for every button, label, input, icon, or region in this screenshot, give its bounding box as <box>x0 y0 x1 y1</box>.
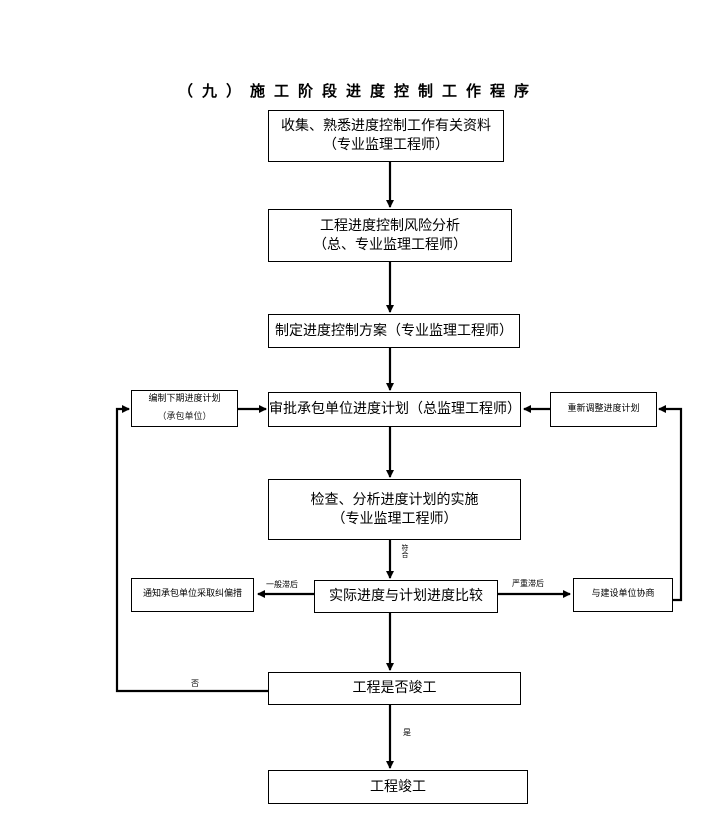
coordinate-owner-box: 与建设单位协商 <box>573 578 673 612</box>
page-title: （九）施工阶段进度控制工作程序 <box>177 82 538 100</box>
risk-analysis-box: 工程进度控制风险分析 （总、专业监理工程师） <box>268 209 512 262</box>
compare-box: 实际进度与计划进度比较 <box>314 580 498 613</box>
risk-analysis-line2: （总、专业监理工程师） <box>313 236 467 253</box>
readjust-plan-box: 重新调整进度计划 <box>550 392 657 427</box>
loop-coordinate-to-readjust <box>658 405 683 602</box>
collect-info-box: 收集、熟悉进度控制工作有关资料 （专业监理工程师） <box>268 110 504 162</box>
label-minor-delay: 一般滞后 <box>266 580 298 589</box>
completion-question-line1: 工程是否竣工 <box>352 680 437 697</box>
completion-question-box: 工程是否竣工 <box>268 672 521 705</box>
notify-contractor-line1: 通知承包单位采取纠偏措 <box>142 589 242 600</box>
next-plan-box: 编制下期进度计划 （承包单位） <box>131 390 238 427</box>
completion-line1: 工程竣工 <box>370 778 426 795</box>
next-plan-line1: 编制下期进度计划 <box>148 394 221 405</box>
collect-info-line1: 收集、熟悉进度控制工作有关资料 <box>281 118 491 135</box>
inspect-box: 检查、分析进度计划的实施 （专业监理工程师） <box>268 479 521 540</box>
label-severe-delay: 严重滞后 <box>512 579 544 588</box>
inspect-line2: （专业监理工程师） <box>331 510 458 527</box>
compare-line1: 实际进度与计划进度比较 <box>329 588 483 605</box>
readjust-plan-line1: 重新调整进度计划 <box>567 403 640 414</box>
control-plan-line1: 制定进度控制方案（专业监理工程师） <box>275 322 513 339</box>
control-plan-box: 制定进度控制方案（专业监理工程师） <box>268 314 520 348</box>
notify-contractor-box: 通知承包单位采取纠偏措 <box>131 578 254 612</box>
inspect-line1: 检查、分析进度计划的实施 <box>310 491 479 508</box>
next-plan-line2: （承包单位） <box>157 411 212 422</box>
collect-info-line2: （专业监理工程师） <box>323 137 449 153</box>
coordinate-owner-line1: 与建设单位协商 <box>591 589 655 600</box>
label-yes: 是 <box>403 728 411 737</box>
label-on-track: 符合 <box>401 544 409 558</box>
risk-analysis-line1: 工程进度控制风险分析 <box>320 217 460 234</box>
completion-box: 工程竣工 <box>268 770 528 804</box>
approve-schedule-line1: 审批承包单位进度计划（总监理工程师） <box>269 401 521 418</box>
approve-schedule-box: 审批承包单位进度计划（总监理工程师） <box>268 392 521 427</box>
loop-no-to-nextplan <box>115 405 268 693</box>
label-no: 否 <box>191 679 199 688</box>
